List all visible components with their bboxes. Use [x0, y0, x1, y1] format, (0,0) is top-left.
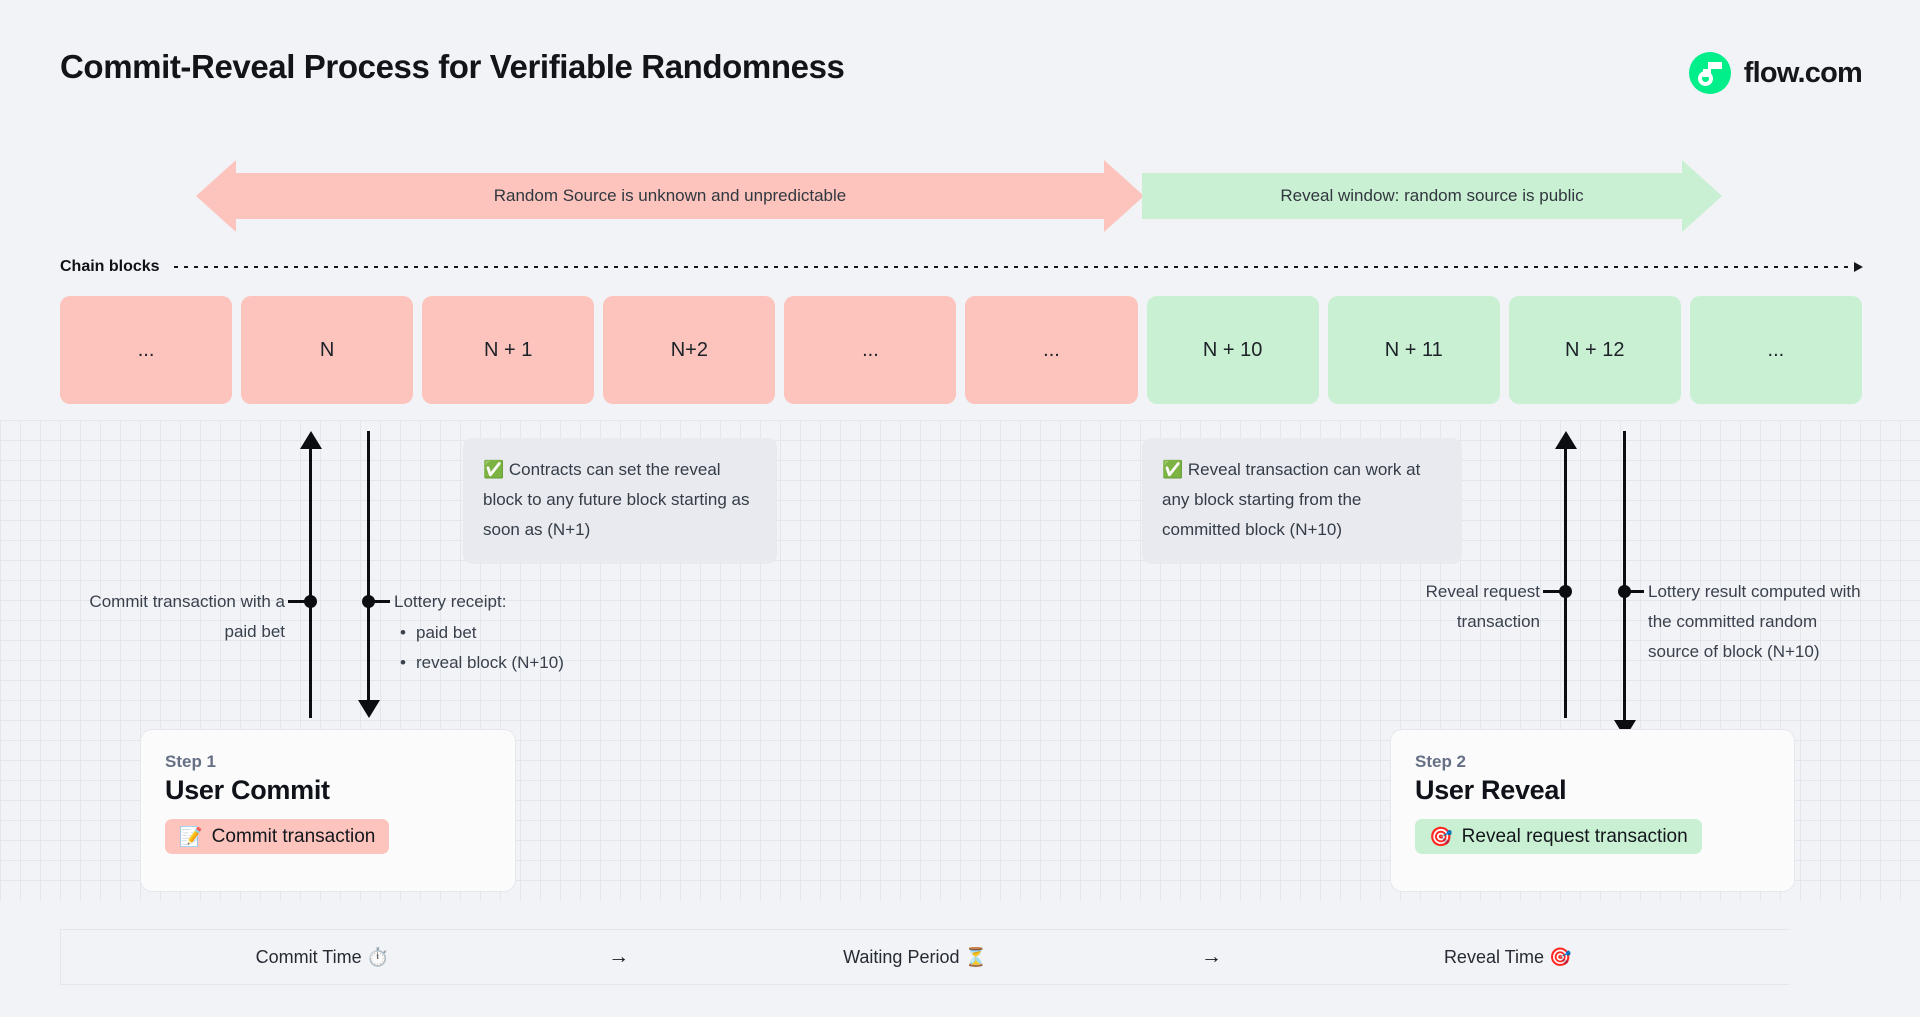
phase-reveal-time: Reveal Time 🎯 [1246, 947, 1769, 968]
chain-block[interactable]: N + 1 [422, 296, 595, 404]
target-icon: 🎯 [1429, 826, 1453, 848]
receipt-down-line [367, 431, 370, 701]
banner-reveal-label: Reveal window: random source is public [1280, 186, 1584, 205]
step-title: User Reveal [1415, 775, 1567, 805]
reveal-request-pill-label: Reveal request transaction [1461, 825, 1688, 847]
phase-timeline-bar: Commit Time ⏱️ → Waiting Period ⏳ → Reve… [60, 929, 1840, 985]
chain-blocks-label: Chain blocks [60, 258, 160, 275]
phase-arrow-icon: → [1200, 945, 1222, 968]
chain-block[interactable]: N + 10 [1146, 296, 1319, 404]
banner-unknown-label: Random Source is unknown and unpredictab… [493, 186, 847, 205]
chain-block[interactable]: ... [784, 296, 957, 404]
phase-reveal-time-label: Reveal Time [1443, 946, 1544, 967]
phase-commit-time-label: Commit Time [255, 946, 362, 967]
label-lottery-receipt: Lottery receipt: paid bet reveal block (… [394, 587, 694, 678]
phase-waiting-period-label: Waiting Period [843, 946, 960, 967]
commit-up-stub [288, 600, 310, 603]
brand-name: flow.com [1743, 56, 1863, 89]
lottery-receipt-list: paid bet reveal block (N+10) [394, 618, 694, 678]
commit-up-node [304, 595, 317, 608]
reveal-up-arrowhead-icon [1555, 431, 1577, 449]
reveal-up-stub [1543, 590, 1565, 593]
list-item: reveal block (N+10) [394, 648, 694, 678]
chain-block[interactable]: N + 12 [1508, 296, 1681, 404]
chain-block[interactable]: N + 11 [1327, 296, 1500, 404]
result-down-line [1623, 431, 1626, 721]
note-reveal-transaction: ✅ Reveal transaction can work at any blo… [1142, 438, 1462, 564]
step-kicker: Step 2 [1415, 752, 1467, 771]
commit-up-line [309, 448, 312, 718]
label-commit-transaction: Commit transaction with a paid bet [89, 592, 285, 641]
phase-waiting-period: Waiting Period ⏳ [654, 947, 1177, 968]
target-icon: 🎯 [1549, 946, 1572, 968]
chain-axis-arrow-icon [173, 262, 1864, 272]
receipt-down-arrowhead-icon [358, 700, 380, 718]
chain-blocks-row: ... N N + 1 N+2 ... ... N + 10 N + 11 N … [60, 296, 1862, 404]
reveal-up-node [1559, 585, 1572, 598]
list-item: paid bet [394, 618, 694, 648]
commit-up-arrowhead-icon [300, 431, 322, 449]
label-reveal-request: Reveal request transaction [1425, 582, 1540, 631]
chain-block[interactable]: N+2 [603, 296, 776, 404]
banner-reveal-window: Reveal window: random source is public [1142, 160, 1722, 232]
reveal-request-pill[interactable]: 🎯 Reveal request transaction [1415, 819, 1702, 854]
chain-block[interactable]: ... [60, 296, 233, 404]
receipt-down-stub [368, 600, 390, 603]
flow-logo-icon [1688, 52, 1731, 94]
step-card-user-commit[interactable]: Step 1 User Commit 📝 Commit transaction [140, 729, 516, 892]
chain-block[interactable]: N [241, 296, 414, 404]
commit-transaction-pill-label: Commit transaction [211, 825, 376, 847]
chain-block[interactable]: ... [1689, 296, 1862, 404]
step-title: User Commit [165, 775, 330, 805]
brand-logo: flow.com [1688, 52, 1863, 94]
phase-arrow-icon: → [608, 945, 630, 968]
label-lottery-result: Lottery result computed with the committ… [1648, 582, 1861, 661]
page-title: Commit-Reveal Process for Verifiable Ran… [60, 48, 845, 85]
commit-transaction-pill[interactable]: 📝 Commit transaction [165, 819, 390, 854]
lottery-receipt-title: Lottery receipt: [394, 592, 507, 611]
step-kicker: Step 1 [165, 752, 217, 771]
banner-unknown-window: Random Source is unknown and unpredictab… [196, 160, 1144, 232]
result-down-stub [1624, 590, 1644, 593]
chain-axis: Chain blocks [60, 258, 1864, 276]
reveal-up-line [1564, 448, 1567, 718]
note-commit-reveal-block: ✅ Contracts can set the reveal block to … [463, 438, 777, 564]
stopwatch-icon: ⏱️ [366, 946, 390, 968]
step-card-user-reveal[interactable]: Step 2 User Reveal 🎯 Reveal request tran… [1390, 729, 1795, 892]
phase-commit-time: Commit Time ⏱️ [61, 947, 584, 968]
chain-block[interactable]: ... [965, 296, 1138, 404]
memo-icon: 📝 [179, 826, 203, 848]
hourglass-icon: ⏳ [964, 946, 987, 968]
